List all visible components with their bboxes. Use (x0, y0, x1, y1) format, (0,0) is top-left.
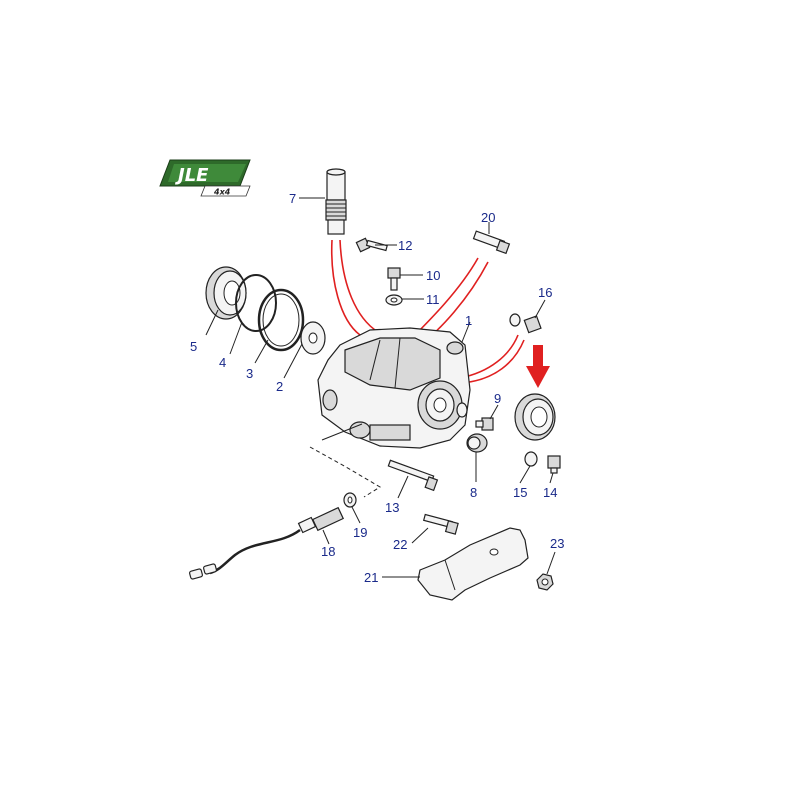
part-14-bolt (547, 455, 561, 474)
part-5-bearing (205, 266, 247, 320)
callout-14: 14 (543, 485, 557, 500)
callout-23: 23 (550, 536, 564, 551)
callout-1: 1 (465, 313, 472, 328)
part-oil-seal (514, 393, 556, 441)
callout-12: 12 (398, 238, 412, 253)
callout-16: 16 (538, 285, 552, 300)
part-15-washer (524, 451, 538, 467)
callout-21: 21 (364, 570, 378, 585)
part-7-pin (325, 168, 347, 235)
part-1-transfer-housing (317, 327, 471, 449)
callout-3: 3 (246, 366, 253, 381)
part-19-washer (343, 492, 357, 508)
callout-4: 4 (219, 355, 226, 370)
leader-lines (205, 197, 556, 578)
part-13-bolt (387, 459, 439, 492)
part-18-sensor (189, 506, 345, 580)
callout-10: 10 (426, 268, 440, 283)
part-10-bolt (387, 267, 401, 291)
part-8-plug (466, 433, 488, 453)
callout-labels: 7 12 10 11 20 16 1 5 4 3 2 9 8 15 14 13 … (190, 191, 564, 585)
part-16-bolt (509, 313, 542, 334)
callout-5: 5 (190, 339, 197, 354)
part-11-washer (385, 294, 403, 306)
part-2-shim (300, 321, 326, 355)
part-21-bracket (417, 527, 529, 601)
callout-19: 19 (353, 525, 367, 540)
jle-logo: JLE 4x4 (159, 159, 251, 197)
part-9-bolt (475, 417, 494, 431)
callout-9: 9 (494, 391, 501, 406)
logo-brand: JLE (175, 165, 209, 186)
red-down-arrow (526, 345, 550, 388)
part-20-stud (472, 230, 511, 255)
dashed-leader (309, 423, 381, 498)
part-3-ring (257, 288, 305, 352)
part-4-circlip (235, 274, 277, 332)
part-22-bolt (422, 513, 459, 535)
callout-11: 11 (426, 292, 440, 307)
callout-2: 2 (276, 379, 283, 394)
callout-18: 18 (321, 544, 335, 559)
logo-sub: 4x4 (213, 188, 231, 197)
callout-22: 22 (393, 537, 407, 552)
callout-13: 13 (385, 500, 399, 515)
callout-20: 20 (481, 210, 495, 225)
callout-15: 15 (513, 485, 527, 500)
callout-8: 8 (470, 485, 477, 500)
callout-7: 7 (289, 191, 296, 206)
part-23-nut (536, 573, 554, 591)
